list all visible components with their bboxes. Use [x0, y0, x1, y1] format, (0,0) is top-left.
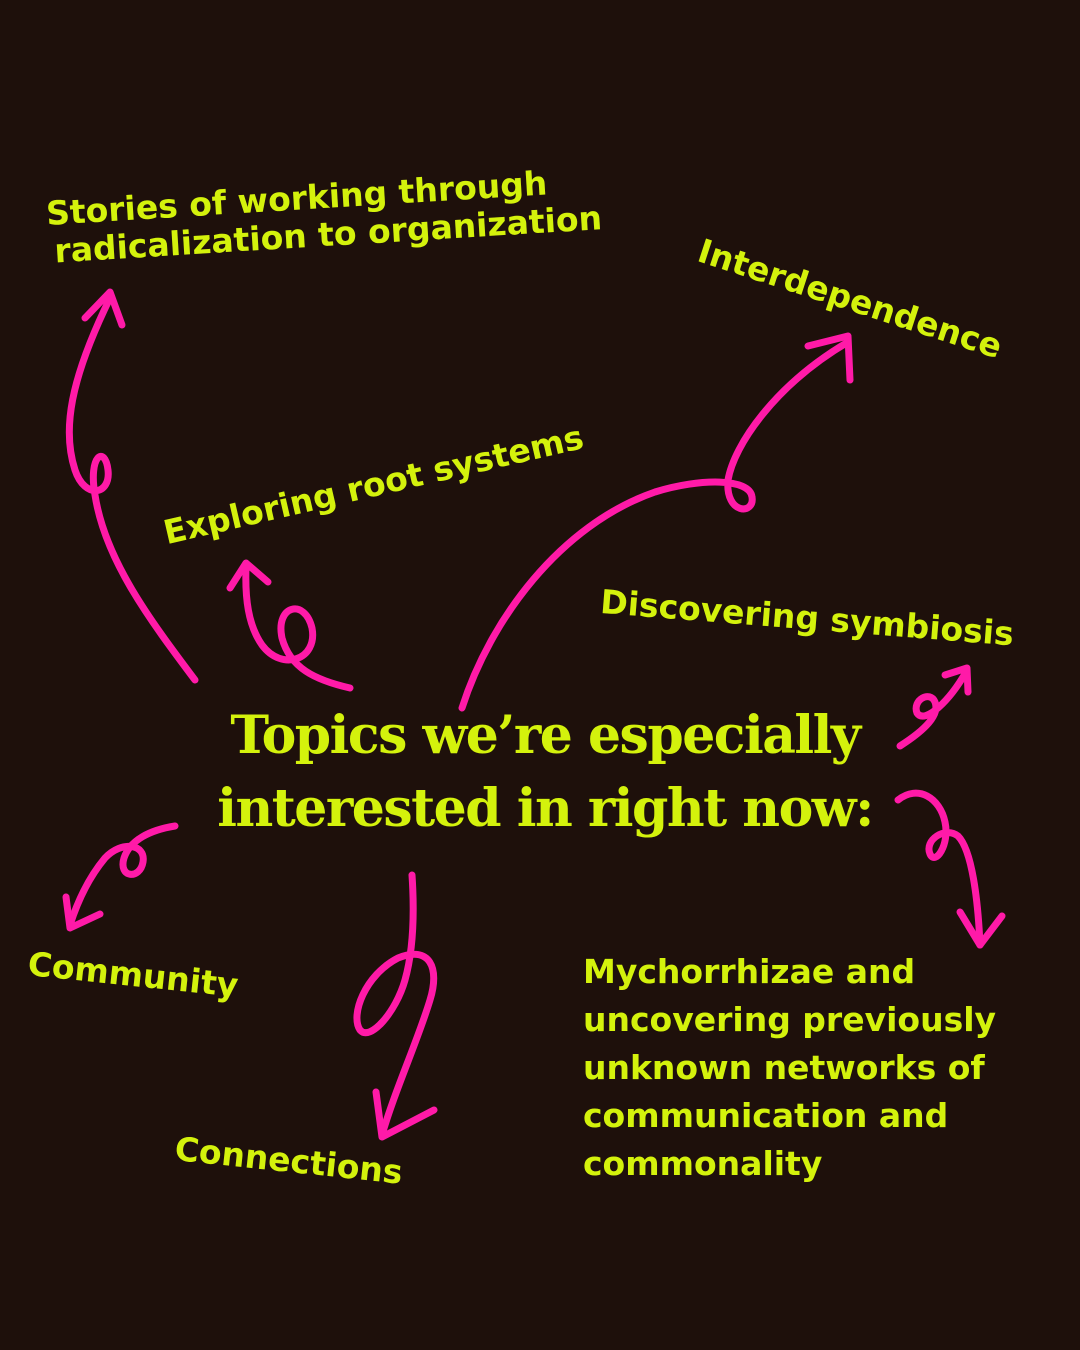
- topic-mychorrhizae-line5: commonality: [583, 1144, 823, 1183]
- arrow-to-mychorrhizae: [894, 789, 1006, 949]
- arrow-to-community: [62, 822, 179, 932]
- arrow-to-exploring: [226, 559, 354, 692]
- topic-mychorrhizae-line3: unknown networks of: [583, 1048, 985, 1087]
- topic-mychorrhizae-line2: uncovering previously: [583, 1000, 997, 1039]
- arrow-to-interdependence: [458, 332, 854, 712]
- arrow-to-discovering: [896, 664, 972, 750]
- arrow-to-connections: [353, 871, 438, 1141]
- topic-mychorrhizae-line1: Mychorrhizae and: [583, 952, 916, 991]
- topic-mychorrhizae: Mychorrhizae and uncovering previously u…: [583, 948, 996, 1188]
- heading-line2: interested in right now:: [217, 777, 874, 839]
- page-heading: Topics we’re especially interested in ri…: [150, 700, 940, 846]
- arrow-to-stories: [65, 288, 199, 684]
- heading-line1: Topics we’re especially: [230, 705, 861, 766]
- topic-mychorrhizae-line4: communication and: [583, 1096, 949, 1135]
